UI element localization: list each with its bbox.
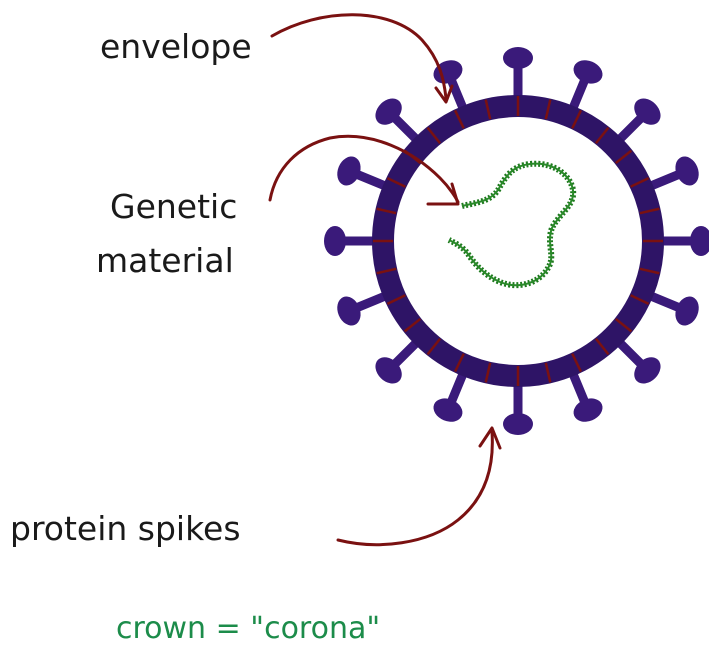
virus-envelope-ring <box>383 106 653 376</box>
caption-crown-corona: crown = "corona" <box>116 611 380 646</box>
protein-spikes-label: protein spikes <box>10 509 241 548</box>
protein-spikes-arrowhead <box>480 428 500 448</box>
genetic-material-label-line2: material <box>96 241 234 280</box>
protein-spike-head <box>671 293 703 329</box>
protein-spikes-arrow <box>338 432 492 545</box>
protein-spike-head <box>503 413 533 435</box>
protein-spike-head <box>324 226 346 256</box>
protein-spike-head <box>430 394 466 426</box>
protein-spike-head <box>570 56 606 88</box>
protein-spike-head <box>333 293 365 329</box>
genetic-material-strand-core <box>449 164 573 285</box>
protein-spike-head <box>333 153 365 189</box>
envelope-arrow <box>272 15 446 98</box>
protein-spike-head <box>503 47 533 69</box>
protein-spike-head <box>570 394 606 426</box>
genetic-material-arrowhead <box>428 184 458 204</box>
protein-spike-head <box>690 226 709 256</box>
genetic-material-label-line1: Genetic <box>110 187 237 226</box>
protein-spike-head <box>671 153 703 189</box>
envelope-label: envelope <box>100 27 252 66</box>
